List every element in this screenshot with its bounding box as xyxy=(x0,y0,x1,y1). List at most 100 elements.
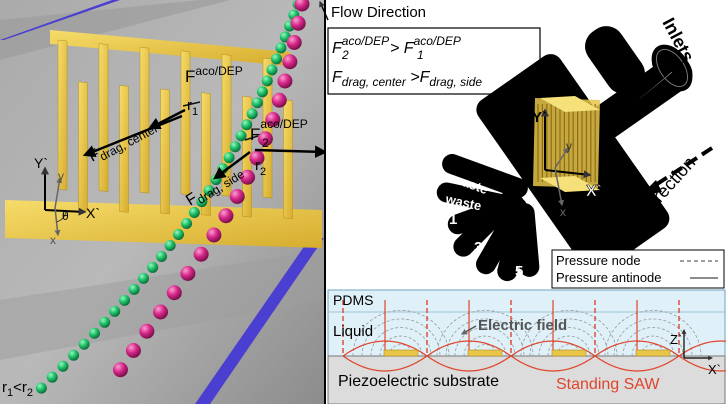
label-r2: r2 xyxy=(255,157,266,178)
arrow-f-drag-center xyxy=(82,114,183,158)
label-outlet-2: 2 xyxy=(443,237,451,254)
pressure-node-lines xyxy=(342,300,680,356)
green-particle xyxy=(256,86,268,98)
green-particle xyxy=(99,316,111,328)
inlet-port-ring xyxy=(655,48,689,88)
label-axis-x-prime: X` xyxy=(86,205,100,221)
green-particle xyxy=(261,75,273,87)
r2-leader xyxy=(244,135,259,141)
electric-field-line xyxy=(445,318,525,357)
idt-finger xyxy=(283,99,293,220)
left-coordinate-system: Y` y X` x θ xyxy=(34,155,100,247)
piezoelectric-substrate xyxy=(327,355,726,404)
magenta-particle xyxy=(249,150,265,166)
flow-direction-arrowhead xyxy=(640,180,662,196)
device-label-y: y xyxy=(566,139,572,153)
cross-section-electrode xyxy=(467,349,503,357)
inlets-leader xyxy=(639,59,686,99)
magenta-particle xyxy=(180,266,196,281)
idt-finger xyxy=(160,88,170,215)
magenta-particle xyxy=(257,131,273,147)
idt-electrode xyxy=(5,30,322,248)
green-particle xyxy=(188,207,200,219)
label-liquid: Liquid xyxy=(333,323,373,340)
cross-section-electrode xyxy=(635,349,671,357)
green-particle xyxy=(251,97,263,109)
electric-field-line xyxy=(547,335,591,357)
green-particle xyxy=(203,185,215,197)
green-particle xyxy=(172,228,184,240)
label-substrate: Piezoelectric substrate xyxy=(338,373,499,390)
cross-section: PDMS Liquid Electric field Piezoelectric… xyxy=(327,289,726,404)
axis-x-prime-line xyxy=(44,207,87,216)
green-particle xyxy=(138,272,150,284)
green-particle xyxy=(128,283,140,295)
electric-field-line xyxy=(352,310,450,357)
magenta-particle xyxy=(271,92,287,108)
electric-field-line xyxy=(379,335,423,357)
magenta-particle xyxy=(193,246,209,262)
idt-finger xyxy=(78,81,88,212)
cross-section-electrode xyxy=(383,349,419,357)
green-particle xyxy=(229,141,241,153)
saw-lobe xyxy=(678,340,726,372)
electric-field-line xyxy=(520,310,618,357)
inlet-branch-1 xyxy=(585,26,645,94)
idt-finger xyxy=(98,43,109,192)
electric-field-pointer xyxy=(460,325,477,335)
green-particle xyxy=(46,371,58,383)
green-particle xyxy=(68,349,80,361)
label-outlet-4: 4 xyxy=(487,269,496,286)
equation-line-2: Fdrag, center >Fdrag, side xyxy=(332,69,482,89)
label-outlet-1: 1 xyxy=(449,211,457,228)
green-particle xyxy=(164,239,176,251)
label-radius-relation: r1<r2 xyxy=(2,379,33,399)
green-particle xyxy=(223,152,235,164)
label-flow-direction-left: Flow Direction xyxy=(331,4,426,21)
standing-saw xyxy=(342,340,726,372)
magenta-particle xyxy=(290,15,306,31)
device-label-x-prime: X` xyxy=(586,183,602,200)
green-particle xyxy=(275,42,287,54)
label-outlet-5: 5 xyxy=(515,263,523,280)
label-axis-x: x xyxy=(50,233,56,247)
electric-field-line xyxy=(604,310,702,357)
label-axis-y-prime: Y` xyxy=(34,155,48,171)
theta-arc xyxy=(55,211,67,223)
magenta-particle xyxy=(229,189,245,204)
green-particle xyxy=(241,119,253,131)
green-particle xyxy=(119,294,131,306)
green-particle xyxy=(109,305,121,317)
label-r1: r1 xyxy=(187,97,198,118)
magenta-particles xyxy=(112,0,310,378)
green-particle xyxy=(147,261,159,273)
magenta-particle xyxy=(240,169,256,185)
electric-field-line xyxy=(631,335,675,357)
electric-field-line xyxy=(436,310,534,357)
legend-box xyxy=(551,249,725,289)
legend: Pressure node Pressure antinode xyxy=(551,249,725,289)
idt-finger xyxy=(139,46,150,194)
device-idt-fingers xyxy=(537,104,596,182)
arrow-f-drag-side xyxy=(212,150,251,180)
device-axis-y-line xyxy=(554,146,569,169)
blue-strip-bottom xyxy=(195,238,324,404)
electric-field-lines xyxy=(352,310,702,357)
legend-pressure-node: Pressure node xyxy=(556,253,641,268)
waste-channel-1 xyxy=(442,154,528,198)
magenta-particle xyxy=(166,285,182,301)
electric-field-line xyxy=(454,327,516,357)
magenta-particle xyxy=(153,304,169,320)
device-idt xyxy=(533,98,600,188)
outlet-channel-2 xyxy=(453,191,519,257)
device-axis-x-line xyxy=(554,167,565,207)
green-particle xyxy=(266,64,278,76)
legend-pressure-antinode: Pressure antinode xyxy=(556,270,662,285)
electric-field-line xyxy=(622,327,684,357)
cross-section-electrode xyxy=(551,349,587,357)
green-particle xyxy=(35,382,47,394)
